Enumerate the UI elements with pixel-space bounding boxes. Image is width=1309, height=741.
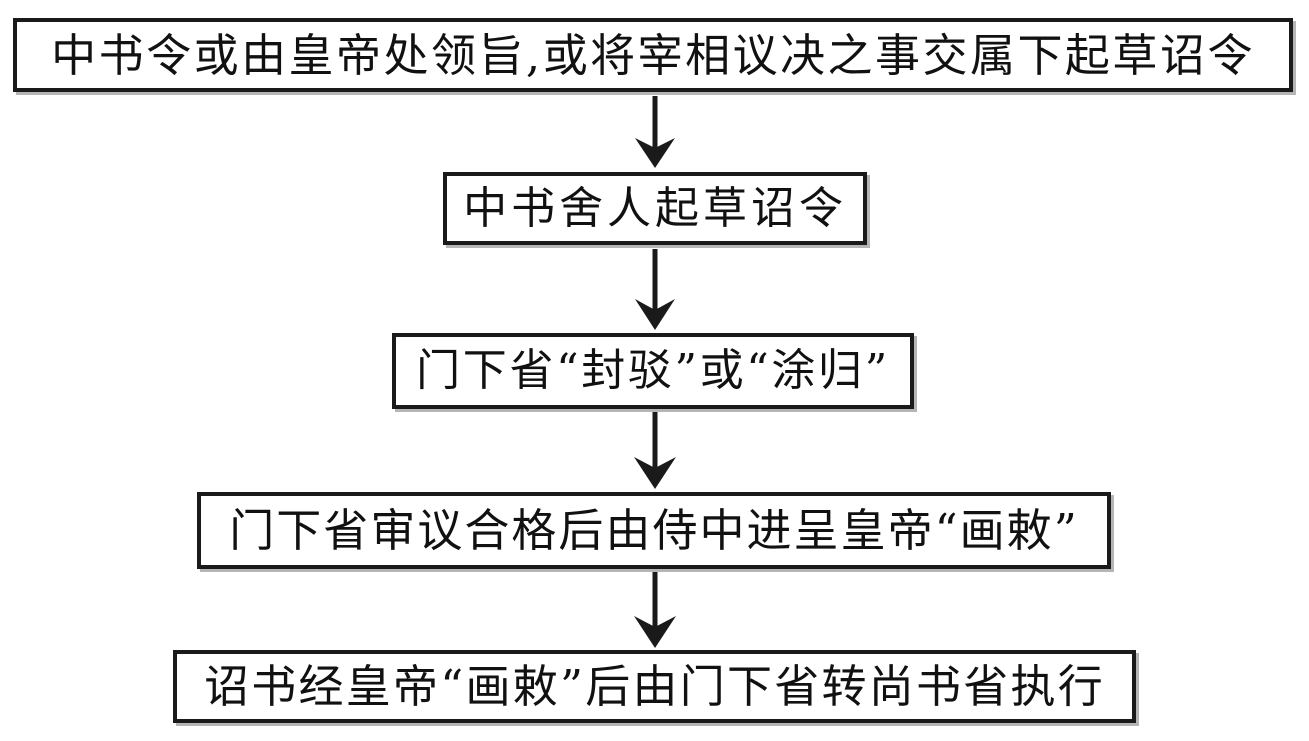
flow-node-2[interactable]: 中书舍人起草诏令 <box>443 172 867 245</box>
flow-node-2-label: 中书舍人起草诏令 <box>463 182 847 234</box>
flow-node-1[interactable]: 中书令或由皇帝处领旨,或将宰相议决之事交属下起草诏令 <box>13 18 1293 92</box>
flow-node-3[interactable]: 门下省“封驳”或“涂归” <box>392 333 914 409</box>
flow-node-1-label: 中书令或由皇帝处领旨,或将宰相议决之事交属下起草诏令 <box>51 28 1255 82</box>
flow-arrow-2-to-3-head <box>635 299 675 330</box>
flow-node-5-label: 诏书经皇帝“画敕”后由门下省转尚书省执行 <box>203 660 1105 713</box>
flow-node-3-label: 门下省“封驳”或“涂归” <box>416 345 890 396</box>
flow-arrow-3-to-4-head <box>634 457 676 489</box>
flow-node-4[interactable]: 门下省审议合格后由侍中进呈皇帝“画敕” <box>197 492 1111 569</box>
flow-arrow-4-to-5-head <box>634 616 676 648</box>
flow-node-5[interactable]: 诏书经皇帝“画敕”后由门下省转尚书省执行 <box>173 650 1136 723</box>
flow-arrow-1-to-2-head <box>635 138 675 168</box>
flow-node-4-label: 门下省审议合格后由侍中进呈皇帝“画敕” <box>229 504 1079 557</box>
